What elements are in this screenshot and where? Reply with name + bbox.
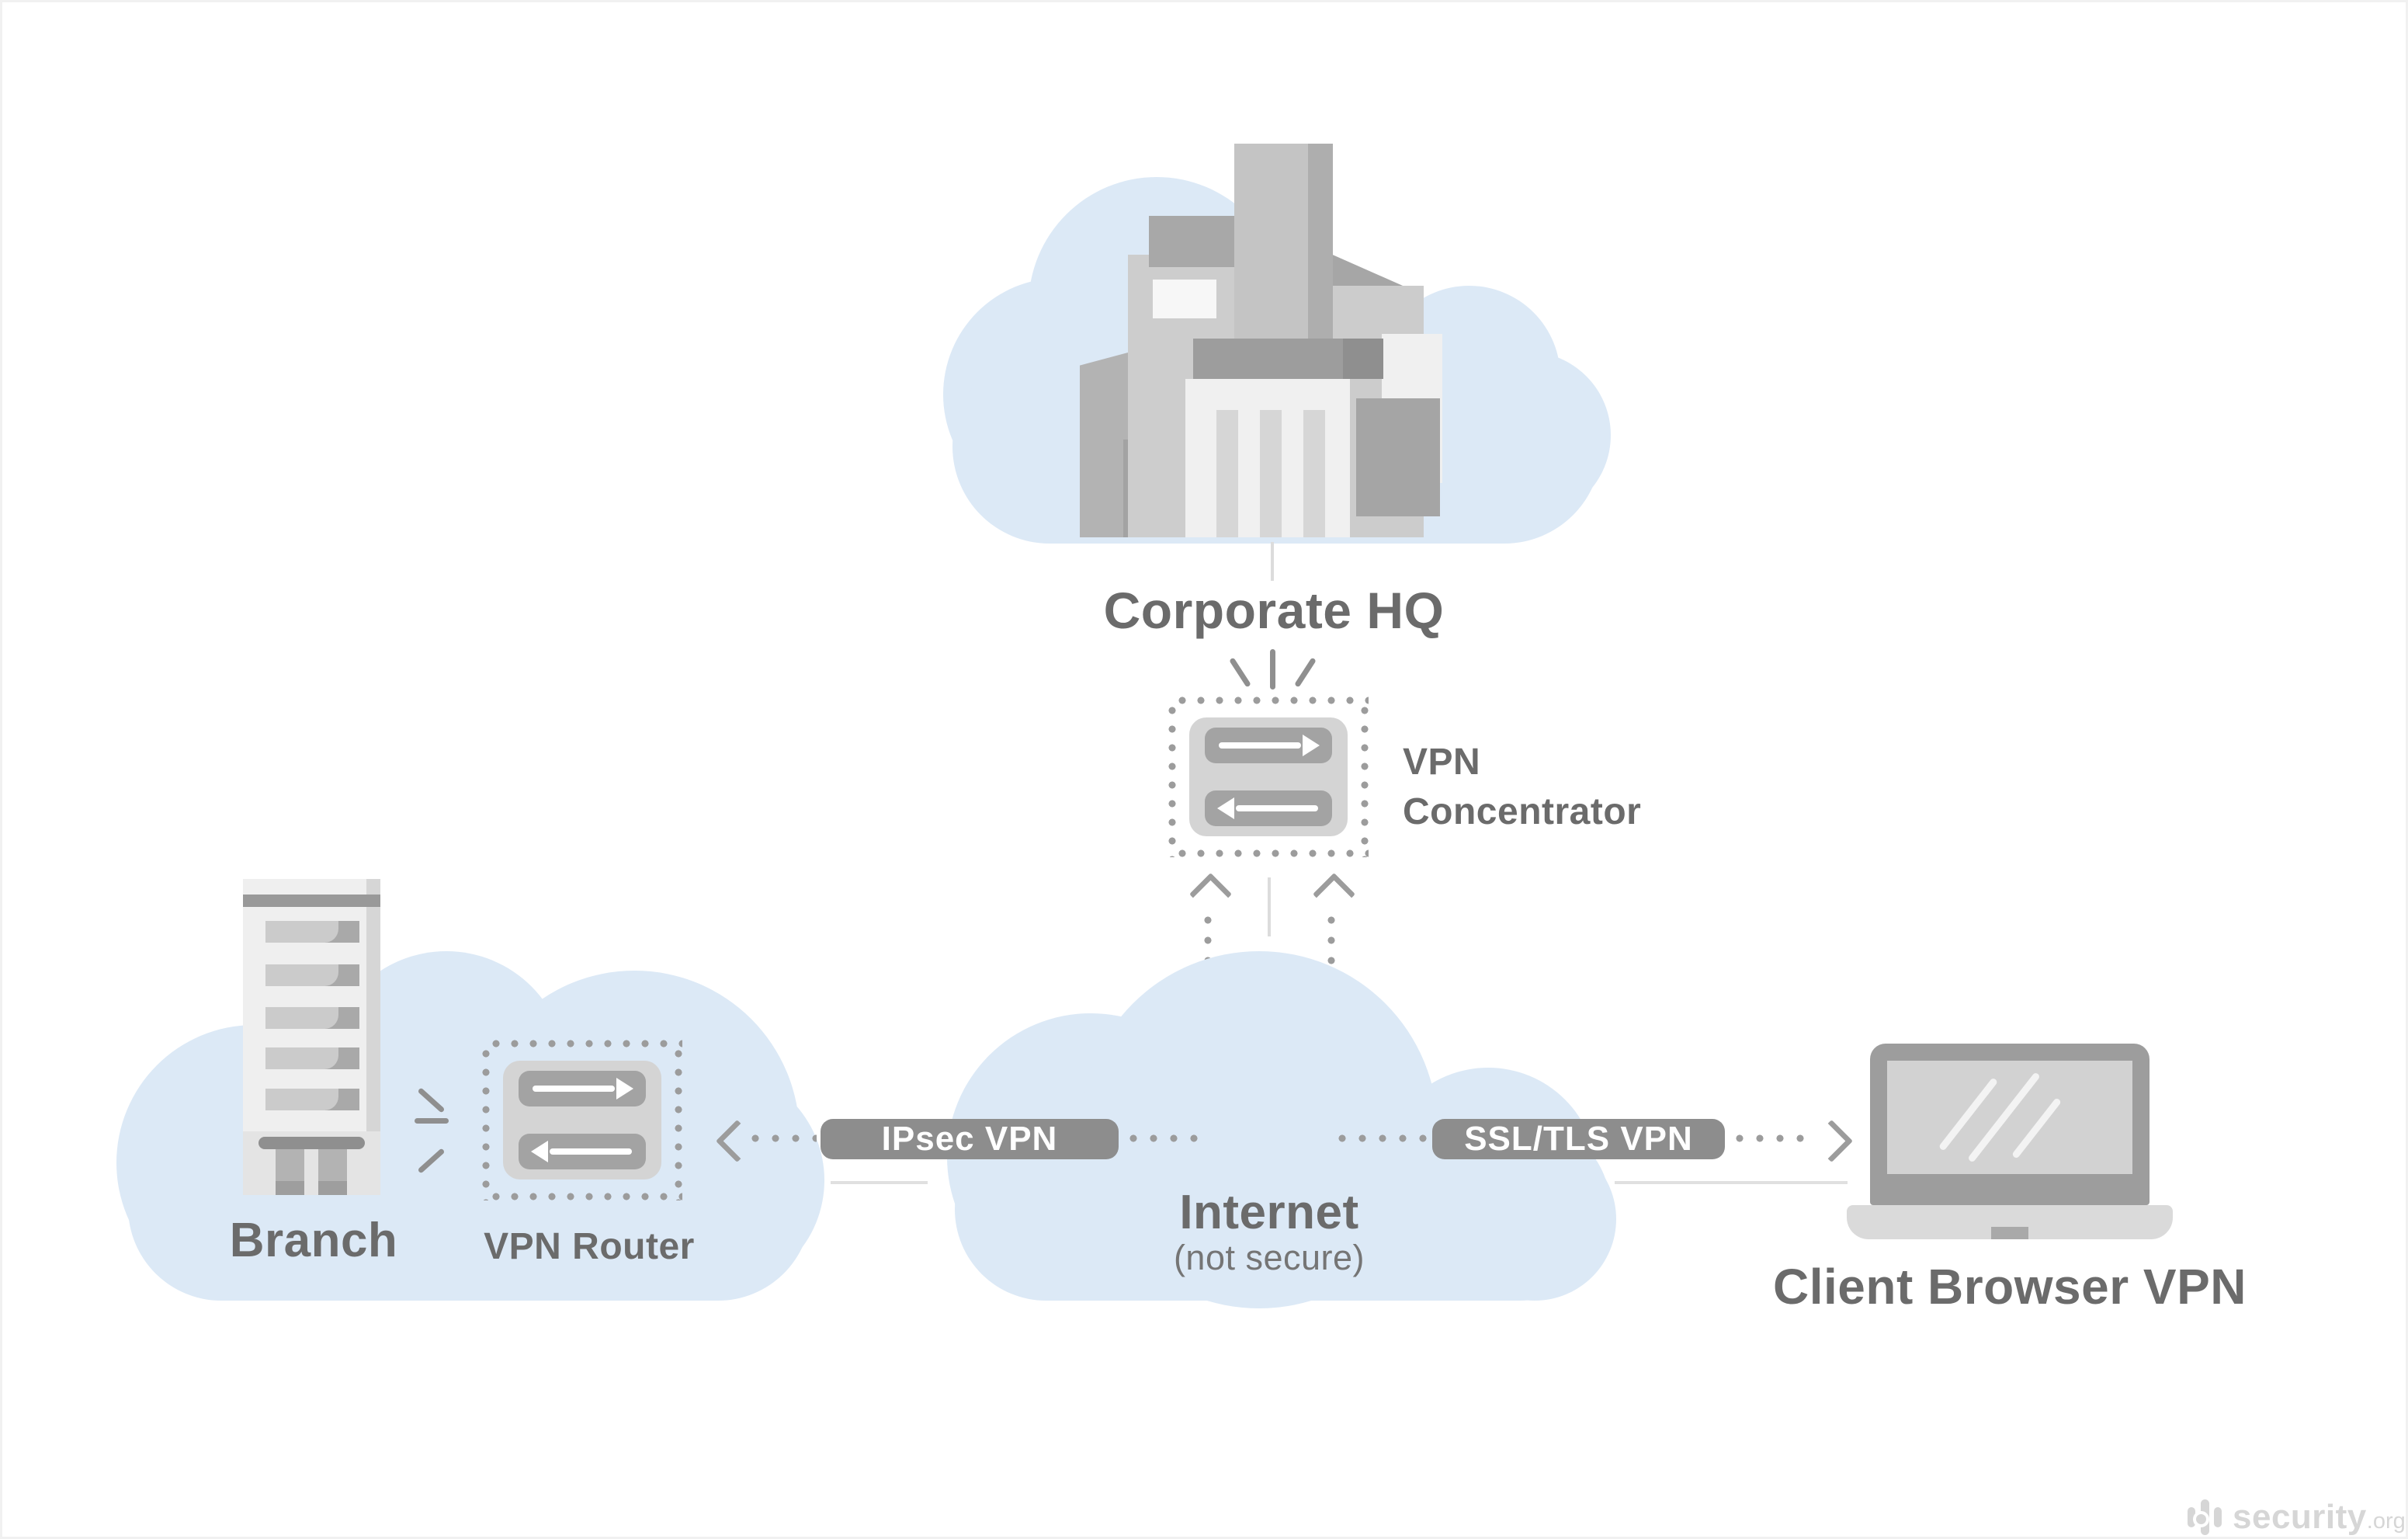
dotted-link-ipsec-left <box>745 1134 817 1142</box>
hq-connector-line <box>1271 542 1274 581</box>
entrance-awning <box>258 1137 365 1149</box>
signal-rays-down-icon <box>1227 647 1320 693</box>
window-band <box>265 921 359 943</box>
arrow-right-icon <box>519 1071 646 1106</box>
security-org-logo: security.org <box>2188 1496 2406 1539</box>
branch-building-icon <box>243 879 380 1195</box>
dotted-link-ipsec-right <box>1123 1134 1207 1142</box>
vpn-router-label: VPN Router <box>484 1226 695 1267</box>
vpn-concentrator-label: VPN Concentrator <box>1403 742 1642 832</box>
window-band <box>265 1007 359 1029</box>
window-band <box>265 964 359 986</box>
client-browser-vpn-label: Client Browser VPN <box>1772 1259 2247 1315</box>
dotted-link-ssl-left <box>1332 1134 1428 1142</box>
arrow-left-icon <box>519 1134 646 1169</box>
accent-line-left <box>831 1181 928 1184</box>
vpn-router-icon <box>482 1040 682 1200</box>
chevron-up-icon <box>1188 872 1233 916</box>
ipsec-vpn-badge: IPsec VPN <box>821 1119 1119 1159</box>
arrow-right-icon <box>1205 728 1332 763</box>
window-band <box>265 1089 359 1110</box>
dotted-link-ssl-right <box>1730 1134 1813 1142</box>
laptop-icon <box>1847 1044 2173 1245</box>
window-band <box>265 1047 359 1069</box>
corporate-hq-label: Corporate HQ <box>1103 582 1445 639</box>
ssl-tls-vpn-badge: SSL/TLS VPN <box>1432 1119 1725 1159</box>
signal-rays-right-icon <box>411 1079 466 1180</box>
vpn-concentrator-icon <box>1168 697 1369 857</box>
security-org-logo-icon <box>2188 1499 2223 1535</box>
branch-label: Branch <box>229 1214 398 1267</box>
internet-label: Internet <box>1179 1186 1359 1239</box>
brand-tld: .org <box>2366 1509 2406 1534</box>
laptop-screen <box>1887 1061 2132 1174</box>
accent-line-right <box>1615 1181 1848 1184</box>
laptop-notch <box>1991 1227 2028 1239</box>
brand-name: security <box>2233 1498 2367 1536</box>
chevron-up-icon <box>1312 872 1356 916</box>
corporate-hq-building-icon <box>1075 141 1479 537</box>
mid-connector-line <box>1268 877 1271 936</box>
internet-cloud-icon <box>941 951 1624 1308</box>
arrow-left-icon <box>1205 790 1332 826</box>
internet-sublabel: (not secure) <box>1173 1238 1365 1277</box>
